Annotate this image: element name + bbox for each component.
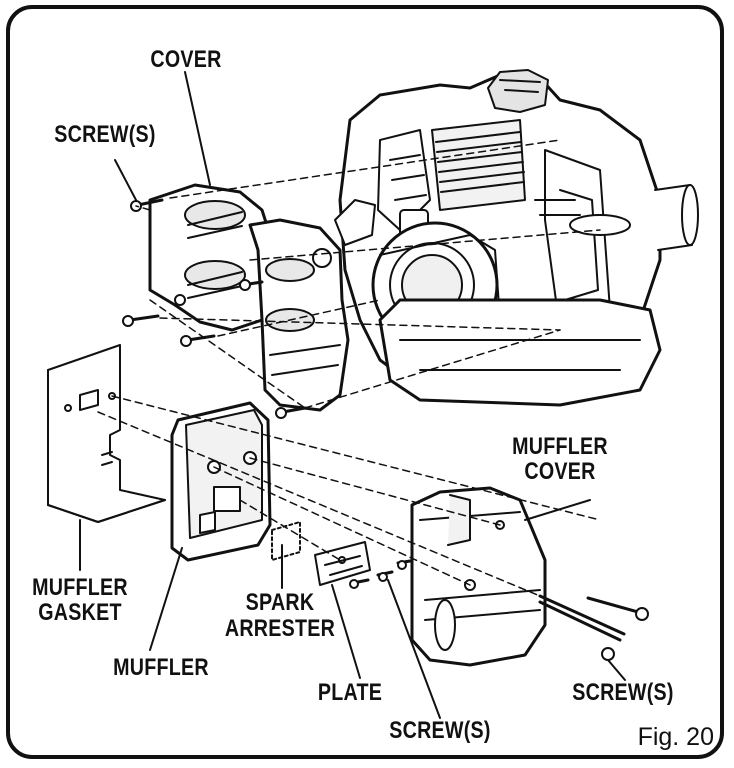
plate-part (314, 541, 412, 589)
screws-top-label: SCREW(S) (54, 121, 156, 148)
engine-assembly (334, 69, 699, 407)
muffler-cover-part (410, 486, 547, 667)
muffler-cover-label-line2: COVER (524, 458, 596, 485)
muffler-label: MUFFLER (113, 654, 209, 681)
long-screws (538, 594, 649, 661)
screws-bottom-center-label: SCREW(S) (389, 717, 491, 744)
figure-number: Fig. 20 (637, 723, 714, 751)
leader-lines (79, 71, 626, 719)
spark-arrester-part (271, 521, 301, 561)
cover-label: COVER (150, 46, 222, 73)
muffler-gasket-part (47, 344, 166, 523)
spark-arrester-label-line2: ARRESTER (224, 615, 336, 642)
plate-label: PLATE (317, 679, 383, 706)
muffler-gasket-label-line1: MUFFLER (32, 574, 128, 601)
cover-part (148, 183, 350, 412)
muffler-gasket-label-line2: GASKET (38, 599, 122, 626)
muffler-part (170, 401, 272, 562)
screws-bottom-right-label: SCREW(S) (572, 679, 674, 706)
spark-arrester-label-line1: SPARK (245, 589, 315, 616)
alignment-lines (97, 139, 601, 597)
muffler-cover-label-line1: MUFFLER (512, 433, 608, 460)
